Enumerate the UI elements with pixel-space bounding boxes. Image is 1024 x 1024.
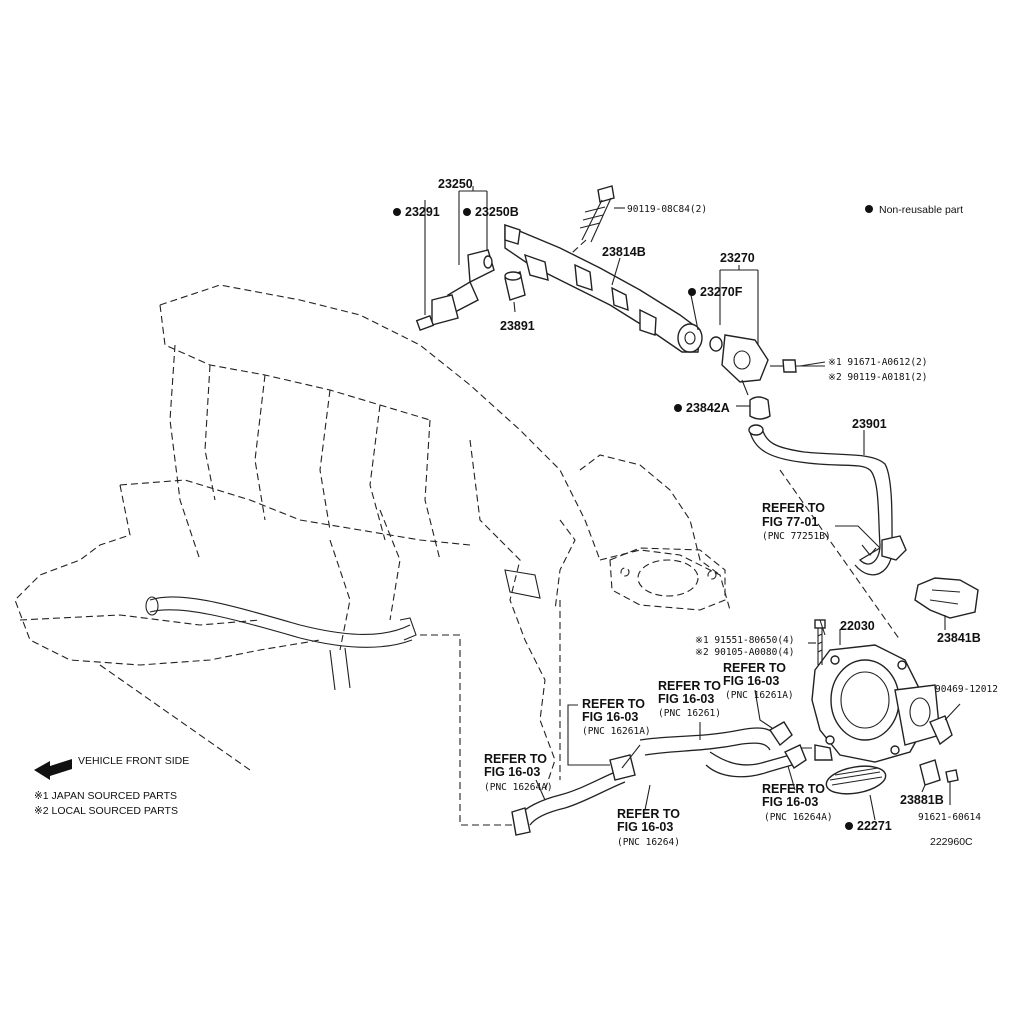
ref5-line2: FIG 16-03: [762, 795, 818, 809]
bolt2-leader: [799, 361, 826, 367]
clip-23842A: [736, 396, 771, 420]
label-23270F: 23270F: [700, 285, 743, 299]
engine-coolant-pipe: [145, 569, 541, 691]
ref3-line3: (PNC 16261A): [725, 690, 794, 701]
insulator-23891: [504, 271, 526, 301]
label-22271: 22271: [857, 819, 892, 833]
fuel-injector-assembly: [415, 186, 495, 331]
ref5-leader: [787, 765, 796, 791]
diagram-id: 222960C: [930, 836, 973, 848]
ref3-leader: [754, 689, 773, 729]
legend-japan: ※1 JAPAN SOURCED PARTS: [34, 790, 177, 802]
oring-leader: [689, 289, 699, 331]
label-23901: 23901: [852, 417, 887, 431]
ref2-line3: (PNC 16261): [658, 708, 721, 719]
ref4-line3: (PNC 16264A): [484, 782, 553, 793]
ref3-line1: REFER TO: [723, 661, 786, 675]
label-23891: 23891: [500, 319, 535, 333]
label-91551: ※1 91551-80650(4): [695, 635, 794, 646]
leader-front: [99, 664, 251, 771]
label-23270: 23270: [720, 251, 755, 265]
front-arrow-icon: [34, 759, 72, 780]
label-22030: 22030: [840, 619, 875, 633]
engine-outline: [14, 284, 731, 791]
legend-local: ※2 LOCAL SOURCED PARTS: [34, 805, 178, 817]
label-91671: ※1 91671-A0612(2): [828, 357, 927, 368]
ref6-line3: (PNC 16264): [617, 837, 680, 848]
ref1-line3: (PNC 16261A): [582, 726, 651, 737]
ref77-leader: [835, 525, 881, 549]
label-90469: 90469-12012: [935, 684, 998, 695]
cover-23841B: [914, 577, 979, 619]
label-23841B: 23841B: [937, 631, 981, 645]
label-23842A: 23842A: [686, 401, 730, 415]
ref5-line1: REFER TO: [762, 782, 825, 796]
label-91621: 91621-60614: [918, 812, 981, 823]
legend-nonreusable: Non-reusable part: [879, 204, 963, 216]
ref3-line2: FIG 16-03: [723, 674, 779, 688]
label-23291: 23291: [405, 205, 440, 219]
bracket-23881B: [919, 703, 961, 805]
ins-leader: [513, 301, 516, 313]
ref2-line2: FIG 16-03: [658, 692, 714, 706]
fuel-connector-23270: [709, 265, 825, 396]
ref77-line2: FIG 77-01: [762, 515, 818, 529]
ref1-line1: REFER TO: [582, 697, 645, 711]
leader-23901: [779, 469, 901, 641]
label-23814B: 23814B: [602, 245, 646, 259]
ref6-line2: FIG 16-03: [617, 820, 673, 834]
label-90119-08C84: 90119-08C84(2): [627, 204, 707, 215]
ref1-leader: [567, 704, 610, 766]
fuel-rail: [504, 223, 703, 353]
ref77-line3: (PNC 77251B): [762, 531, 831, 542]
label-23881B: 23881B: [900, 793, 944, 807]
bolt-leader: [819, 619, 826, 636]
fuel-hose-23901: [748, 424, 907, 576]
legend-front-side: VEHICLE FRONT SIDE: [78, 755, 189, 767]
coolant-hoses: [511, 721, 807, 836]
ref77-line1: REFER TO: [762, 501, 825, 515]
leader-pnc16264: [420, 634, 515, 826]
label-23250B: 23250B: [475, 205, 519, 219]
ref4-leader: [535, 779, 546, 801]
ref4-line1: REFER TO: [484, 752, 547, 766]
label-23250: 23250: [438, 177, 473, 191]
rail-leader: [611, 257, 621, 286]
bolt-91551: [808, 619, 826, 665]
intake-flange: [609, 547, 726, 611]
ref4-line2: FIG 16-03: [484, 765, 540, 779]
ref6-leader: [644, 784, 651, 811]
ref1-line2: FIG 16-03: [582, 710, 638, 724]
ref5-line3: (PNC 16264A): [764, 812, 833, 823]
label-90105: ※2 90105-A0080(4): [695, 647, 794, 658]
ref2-line1: REFER TO: [658, 679, 721, 693]
label-90119-A0181: ※2 90119-A0181(2): [828, 372, 927, 383]
ref6-line1: REFER TO: [617, 807, 680, 821]
gasket-22271: [825, 765, 887, 821]
throttle-body-22030: [795, 644, 941, 763]
